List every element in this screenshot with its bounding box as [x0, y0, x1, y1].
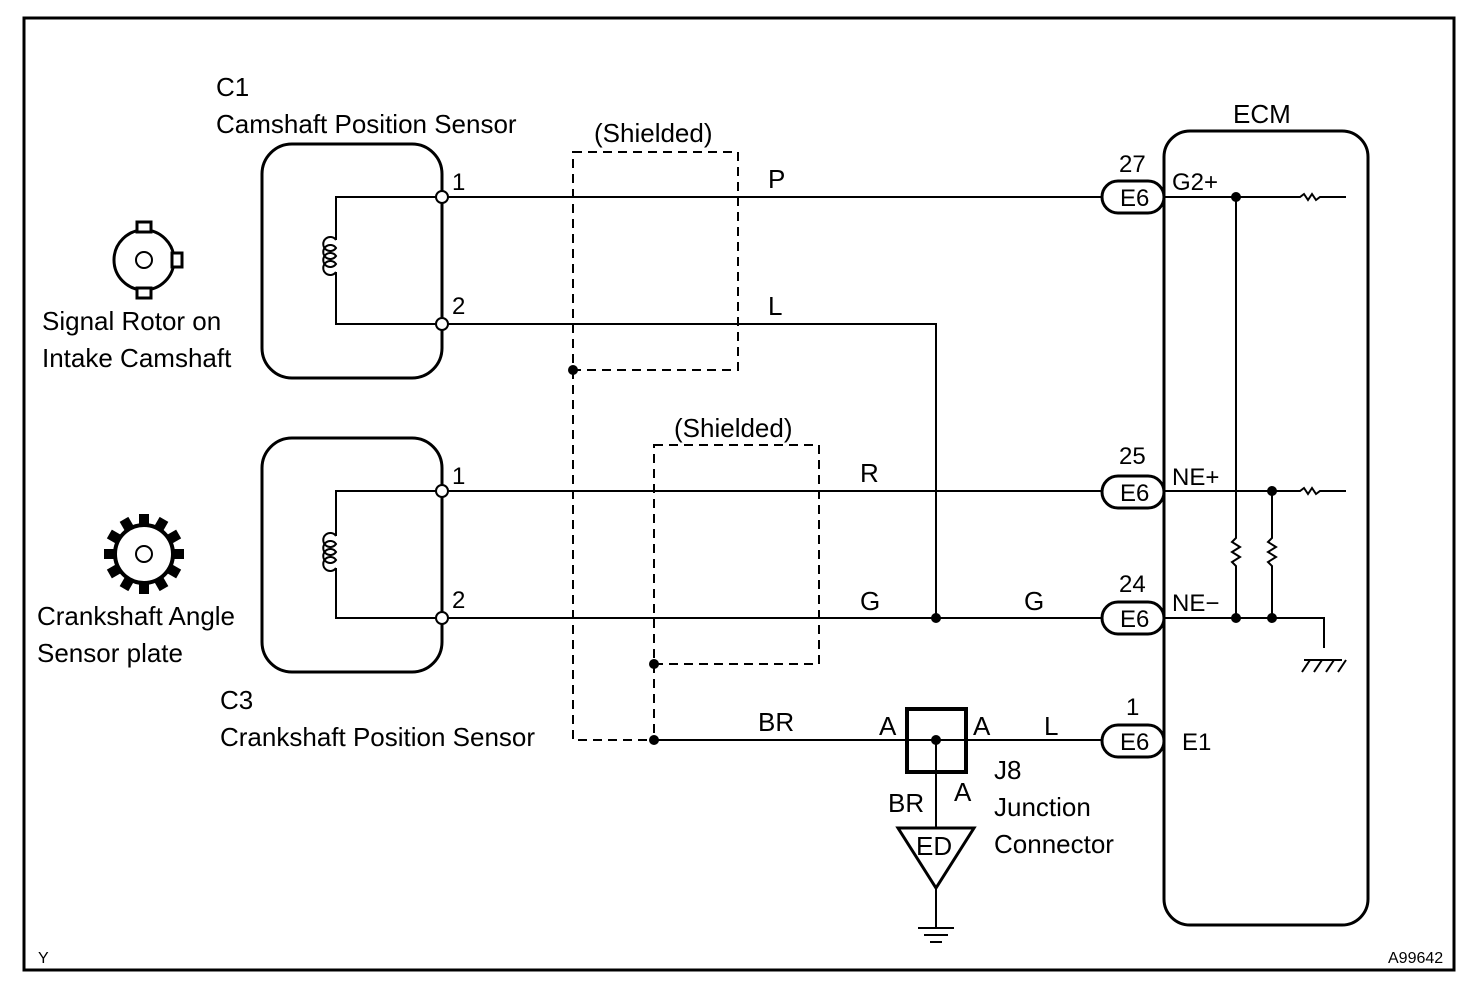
wire-br-label: BR: [758, 707, 794, 737]
wire-r-label: R: [860, 458, 879, 488]
ecm-connector-1: [1100, 723, 1166, 759]
ecm-internal-circuit: [1164, 192, 1347, 673]
ecm-connector-25-label: E6: [1120, 480, 1149, 507]
ecm-terminal-g2-plus: G2+: [1172, 169, 1218, 196]
crank-sensor-pin1: 1: [452, 463, 465, 490]
junction-pin-right: A: [973, 711, 991, 741]
wire-p-label: P: [768, 164, 785, 194]
ecm-terminal-ne-plus: NE+: [1172, 464, 1219, 491]
cam-sensor-code: C1: [216, 72, 249, 102]
ground-symbol-icon: [918, 888, 954, 943]
junction-label-line1: Junction: [994, 792, 1091, 822]
cam-sensor-pin1-terminal: [435, 190, 449, 204]
ecm-terminal-ne-minus: NE−: [1172, 590, 1219, 617]
ecm-pin-25: 25: [1119, 443, 1146, 470]
cam-sensor-box: [260, 142, 444, 380]
crank-sensor-name: Crankshaft Position Sensor: [220, 722, 535, 752]
junction-wire-br-label: BR: [888, 788, 924, 818]
cam-sensor-name: Camshaft Position Sensor: [216, 109, 517, 139]
ecm-title: ECM: [1233, 99, 1291, 129]
wire-l-label: L: [768, 291, 782, 321]
signal-rotor-label-line1: Signal Rotor on: [42, 306, 221, 336]
ecm-terminal-e1: E1: [1182, 729, 1211, 756]
crank-sensor-pin2: 2: [452, 587, 465, 614]
crank-sensor-coil-icon: [322, 490, 442, 619]
shield-drain-path: [572, 370, 654, 741]
junction-code: J8: [994, 755, 1021, 785]
crank-shield-node: [649, 659, 659, 669]
ecm-pin-27: 27: [1119, 151, 1146, 178]
crank-shield-label: (Shielded): [674, 413, 793, 443]
wire-g-splice: [931, 613, 941, 623]
ecm-box: [1162, 129, 1370, 927]
ground-point-ed-icon: [895, 826, 977, 891]
junction-pin-left: A: [879, 711, 897, 741]
cam-sensor-pin2: 2: [452, 293, 465, 320]
ecm-pin-1: 1: [1126, 694, 1139, 721]
wire-l: [448, 323, 937, 618]
crankshaft-plate-gear-icon: [104, 514, 184, 594]
junction-pin-bottom: A: [954, 777, 972, 807]
crank-shield-box: [653, 444, 820, 665]
ecm-connector-24-label: E6: [1120, 606, 1149, 633]
cam-sensor-pin2-terminal: [435, 317, 449, 331]
ecm-connector-27-label: E6: [1120, 185, 1149, 212]
wire-l-e1-label: L: [1044, 711, 1058, 741]
cam-shield-node: [568, 365, 578, 375]
wire-g-label-2: G: [1024, 586, 1044, 616]
footer-figure-code: A99642: [1388, 950, 1443, 967]
crankshaft-plate-label-line1: Crankshaft Angle: [37, 601, 235, 631]
cam-shield-box: [572, 151, 739, 371]
wire-g-label-1: G: [860, 586, 880, 616]
signal-rotor-label-line2: Intake Camshaft: [42, 343, 232, 373]
ecm-connector-1-label: E6: [1120, 729, 1149, 756]
crank-sensor-box: [260, 436, 444, 674]
crank-sensor-code: C3: [220, 685, 253, 715]
footer-left-code: Y: [38, 950, 49, 967]
junction-label-line2: Connector: [994, 829, 1114, 859]
cam-sensor-pin1: 1: [452, 169, 465, 196]
crank-sensor-pin2-terminal: [435, 611, 449, 625]
signal-rotor-icon: [112, 220, 184, 300]
junction-node: [931, 735, 941, 745]
cam-shield-label: (Shielded): [594, 118, 713, 148]
ground-point-label: ED: [916, 831, 952, 861]
crankshaft-plate-label-line2: Sensor plate: [37, 638, 183, 668]
cam-sensor-coil-icon: [322, 196, 442, 325]
crank-sensor-pin1-terminal: [435, 484, 449, 498]
ecm-pin-24: 24: [1119, 571, 1146, 598]
